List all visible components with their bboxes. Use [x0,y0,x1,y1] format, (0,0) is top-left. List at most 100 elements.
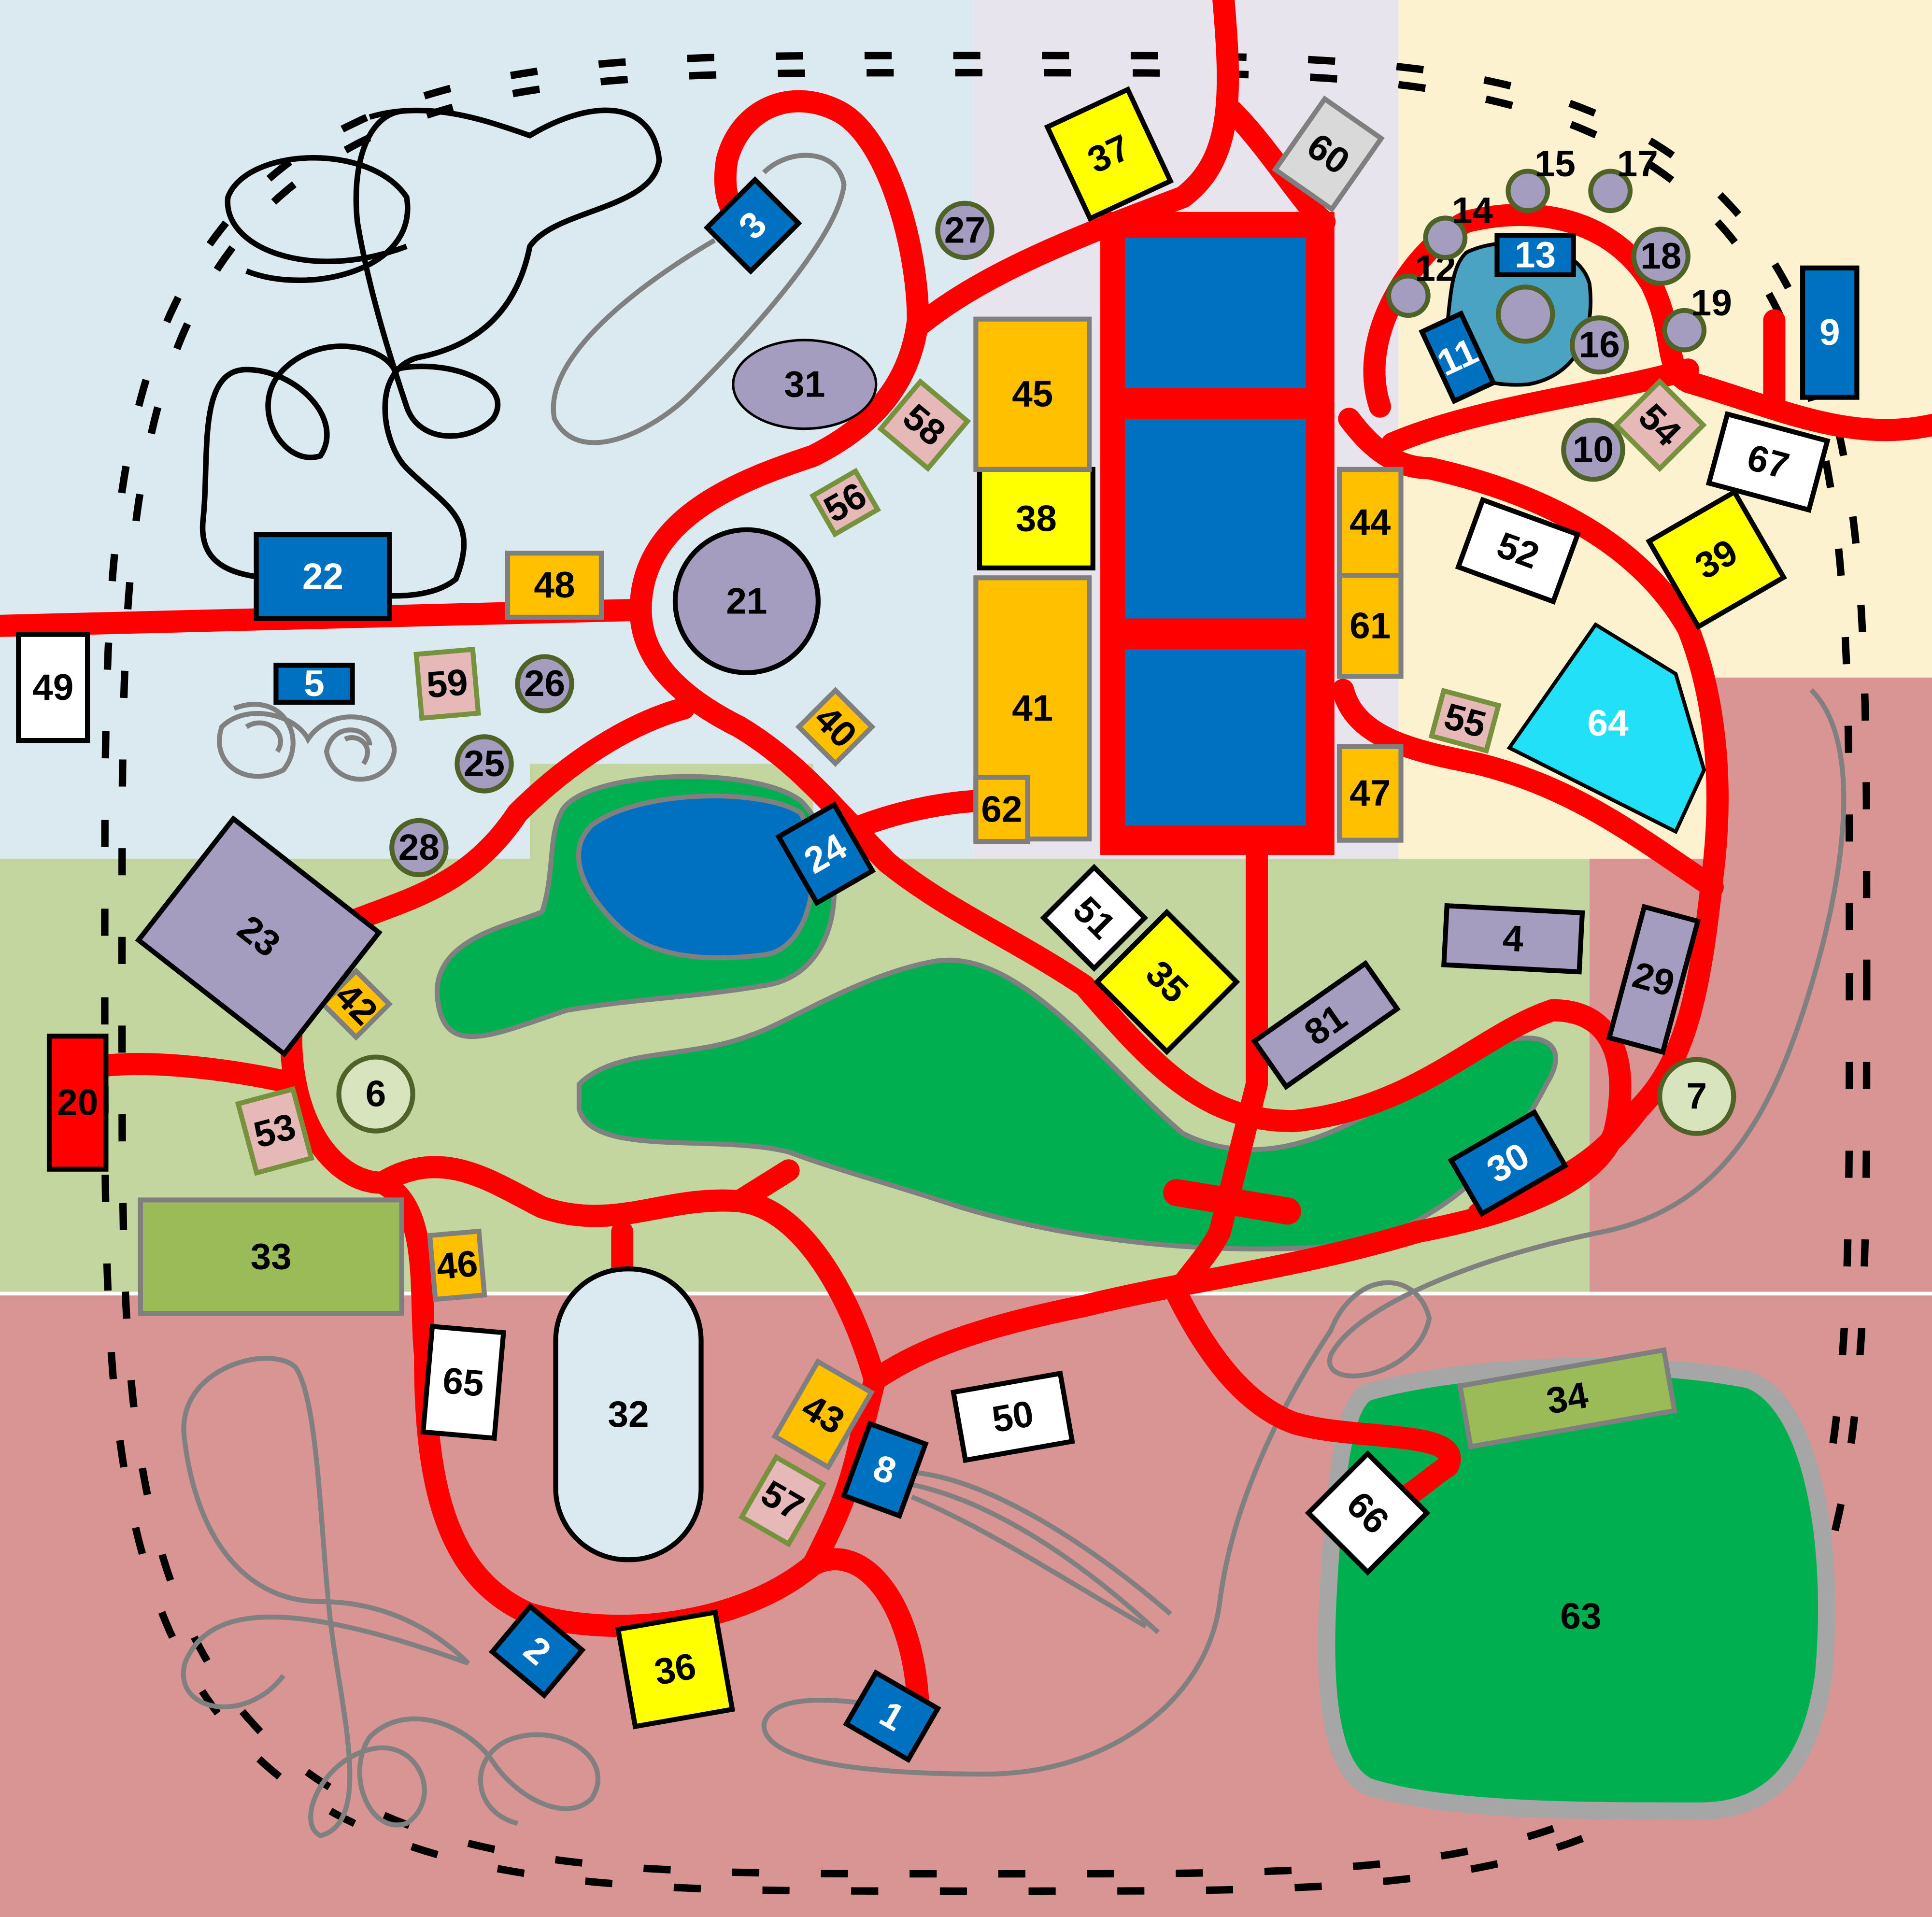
attraction-11[interactable]: 11 [1419,310,1497,405]
attraction-51[interactable]: 51 [1040,864,1149,972]
attraction-7[interactable]: 7 [1657,1057,1736,1136]
attraction-65[interactable]: 65 [420,1323,506,1441]
attraction-2[interactable]: 2 [488,1603,586,1699]
marker-shape [1336,573,1404,679]
attraction-58[interactable]: 58 [877,378,971,472]
attraction-56[interactable]: 56 [809,468,881,538]
attraction-57[interactable]: 57 [738,1453,827,1548]
attraction-59[interactable]: 59 [413,646,481,721]
marker-label: 14 [1452,190,1493,231]
attraction-1[interactable]: 1 [843,1669,941,1763]
attraction-63[interactable]: 63 [1560,1596,1601,1637]
marker-label: 61 [1350,605,1391,646]
marker-shape [1441,903,1585,975]
marker-shape [488,1603,586,1699]
marker-shape [1448,1108,1569,1217]
attraction-40[interactable]: 40 [795,686,876,767]
attraction-15[interactable]: 15 [1506,143,1576,213]
attraction-13[interactable]: 13 [1494,233,1576,277]
attraction-16[interactable]: 16 [1569,315,1629,375]
pool-2 [1125,419,1307,619]
marker-shape [455,734,514,794]
attraction-30[interactable]: 30 [1448,1108,1569,1217]
attraction-81[interactable]: 81 [1250,960,1401,1090]
attraction-43[interactable]: 43 [771,1358,875,1471]
attraction-9[interactable]: 9 [1800,265,1860,400]
attraction-38[interactable]: 38 [977,467,1095,571]
marker-shape [1457,1347,1677,1450]
marker-label: 16 [1579,325,1620,366]
attraction-55[interactable]: 55 [1428,687,1502,754]
marker-label: 62 [981,789,1022,830]
marker-label: 21 [726,581,767,622]
marker-label: 32 [608,1394,649,1435]
ice-rink [553,1266,704,1562]
attraction-14[interactable]: 14 [1423,190,1493,260]
attraction-53[interactable]: 53 [235,1086,314,1176]
marker-shape [1705,411,1831,513]
attraction-3[interactable]: 3 [703,176,802,275]
attraction-49[interactable]: 49 [16,632,90,743]
attraction-4[interactable]: 4 [1441,903,1585,975]
attraction-27[interactable]: 27 [935,200,994,260]
pond [576,793,816,961]
marker-shape [795,686,876,767]
attraction-35[interactable]: 35 [1094,909,1240,1055]
attraction-54[interactable]: 54 [1612,378,1707,472]
marker-label: 17 [1617,143,1658,185]
attraction-5[interactable]: 5 [273,663,355,705]
attraction-19[interactable]: 19 [1662,283,1732,353]
attraction-52[interactable]: 52 [1455,497,1581,605]
marker-shape [1428,687,1502,754]
marker-label: 26 [524,663,565,704]
attraction-24[interactable]: 24 [775,801,876,907]
marker-label: 67 [1743,437,1793,487]
attraction-32[interactable]: 32 [553,1266,704,1562]
attraction-64[interactable]: 64 [1506,622,1706,834]
marker-shape [732,339,878,430]
attraction-31[interactable]: 31 [689,270,920,499]
attraction-21[interactable]: 21 [672,527,821,675]
attraction-28[interactable]: 28 [389,818,449,878]
marker-shape [46,1034,109,1172]
attraction-25[interactable]: 25 [455,734,514,794]
attraction-47[interactable]: 47 [1336,744,1404,843]
attraction-18[interactable]: 18 [1631,227,1690,286]
attraction-39[interactable]: 39 [1646,488,1787,630]
marker-label: 33 [251,1236,292,1277]
attraction-61[interactable]: 61 [1336,573,1404,679]
attraction-22[interactable]: 22 [254,532,392,621]
marker-label: 41 [1012,688,1053,729]
attraction-45[interactable]: 45 [973,316,1092,472]
attraction-36[interactable]: 36 [615,1609,736,1730]
marker-shape [672,527,821,675]
attraction-50[interactable]: 50 [951,1370,1075,1463]
attraction-20[interactable]: 20 [46,1034,109,1172]
attraction-33[interactable]: 33 [138,1197,404,1316]
attraction-44[interactable]: 44 [1336,467,1404,578]
attraction-34[interactable]: 34 [1457,1347,1677,1450]
attraction-37[interactable]: 37 [1044,86,1174,222]
marker-shape [1631,227,1690,286]
attraction-48[interactable]: 48 [505,551,604,620]
marker-shape [1423,215,1468,260]
marker-shape [1455,497,1581,605]
attraction-46[interactable]: 46 [427,1228,487,1302]
attraction-10[interactable]: 10 [1561,417,1625,482]
attraction-6[interactable]: 6 [336,1054,415,1134]
attraction-23[interactable]: 23 [135,815,383,1058]
coaster-track-gray-east [761,688,1847,1777]
attraction-60[interactable]: 60 [1272,95,1385,213]
marker-shape [389,818,449,878]
attraction-66[interactable]: 66 [1305,1450,1431,1576]
attraction-62[interactable]: 62 [973,775,1030,844]
attraction-17[interactable]: 17 [1588,143,1658,213]
attraction-29[interactable]: 29 [1606,904,1701,1055]
attraction-8[interactable]: 8 [840,1420,929,1519]
attraction-67[interactable]: 67 [1705,411,1831,513]
marker-label: 31 [784,364,825,405]
marker-label: 4 [1502,918,1524,960]
attraction-26[interactable]: 26 [515,654,574,713]
path-bridge [1163,1179,1301,1225]
